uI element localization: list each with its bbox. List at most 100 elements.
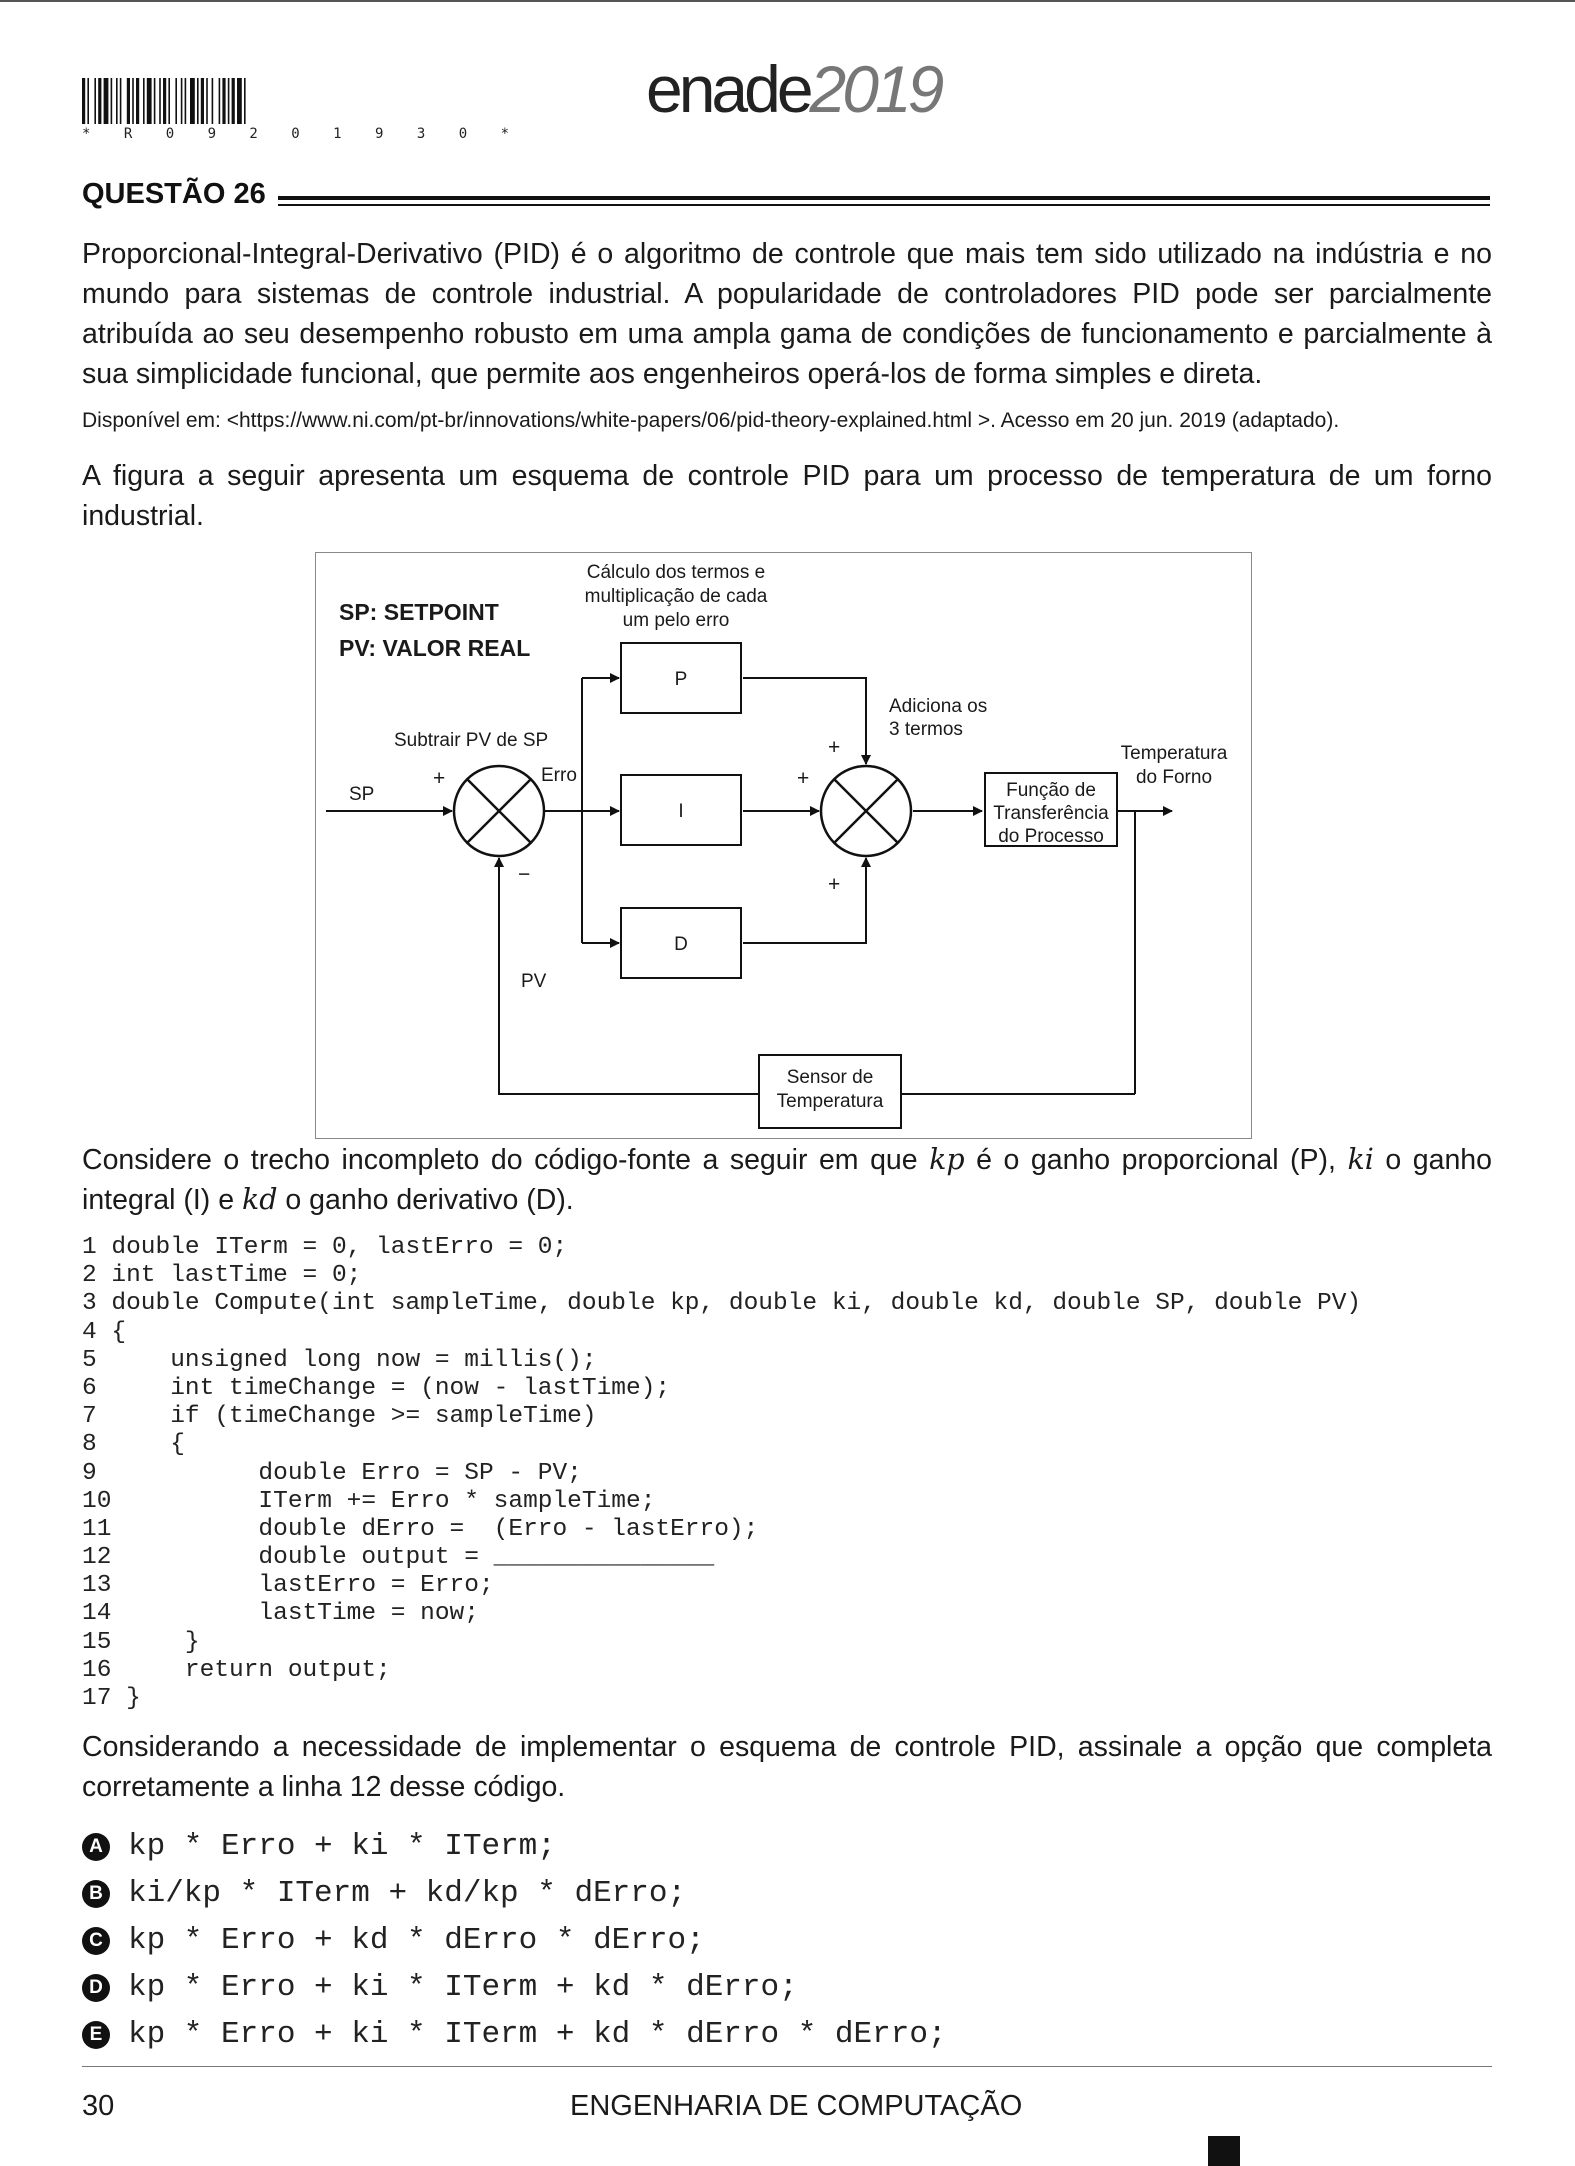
temp-label-1: Temperatura — [1121, 743, 1228, 764]
code-line: 13 lastErro = Erro; — [82, 1572, 494, 1600]
block-d — [620, 907, 742, 979]
consider-text-d: o ganho derivativo (D). — [277, 1184, 574, 1216]
barcode-bar — [94, 78, 96, 124]
code-line: 2 int lastTime = 0; — [82, 1262, 362, 1290]
sum-junction — [819, 764, 913, 858]
kd-symbol: kd — [241, 1183, 278, 1216]
temp-label-2: do Forno — [1136, 767, 1212, 788]
footer-rule — [82, 2066, 1492, 2067]
transfer-block — [984, 772, 1118, 847]
footer-subject: ENGENHARIA DE COMPUTAÇÃO — [570, 2090, 1023, 2122]
barcode-bar — [175, 78, 177, 124]
code-listing: 1 double ITerm = 0, lastErro = 0;2 int l… — [82, 1234, 1492, 1720]
barcode-bar — [168, 78, 170, 124]
logo-year: 2019 — [809, 52, 945, 126]
pv-label: PV — [521, 971, 547, 992]
barcode-bar — [153, 78, 156, 124]
code-line: 7 if (timeChange >= sampleTime) — [82, 1403, 597, 1431]
code-line: 17 } — [82, 1685, 141, 1712]
calc-label-2: multiplicação de cada — [585, 586, 768, 607]
barcode-bar — [132, 78, 134, 124]
code-line: 16 return output; — [82, 1656, 391, 1684]
logo-main: enade — [646, 52, 814, 126]
barcode-bar — [103, 78, 109, 124]
barcode-bar — [110, 78, 113, 124]
barcode-bar — [190, 78, 195, 124]
barcode-bar — [98, 78, 102, 124]
code-line: 12 double output = _______________ — [82, 1544, 715, 1572]
barcode-bar — [197, 78, 199, 124]
ki-symbol: ki — [1347, 1143, 1374, 1176]
barcode-bar — [119, 78, 122, 124]
legend-sp: SP: SETPOINT — [339, 599, 499, 625]
option-text: kp * Erro + kd * dErro * dErro; — [128, 1923, 705, 1958]
barcode-bar — [227, 78, 230, 124]
option-text: kp * Erro + ki * ITerm + kd * dErro; — [128, 1970, 798, 2005]
question-title: QUESTÃO 26 — [82, 178, 266, 210]
option-letter-badge: E — [82, 2020, 110, 2049]
option-text: ki/kp * ITerm + kd/kp * dErro; — [128, 1876, 687, 1911]
enade-logo: enade2019 — [646, 56, 944, 122]
barcode-bar — [163, 78, 167, 124]
consider-paragraph: Considere o trecho incompleto do código-… — [82, 1140, 1492, 1220]
option-text: kp * Erro + ki * ITerm; — [128, 1829, 556, 1864]
plus-sp: + — [433, 767, 445, 790]
barcode-bars — [82, 78, 246, 124]
transfer-label-3: do Processo — [998, 826, 1104, 847]
sensor-label-1: Sensor de — [787, 1067, 874, 1088]
erro-label: Erro — [541, 765, 577, 786]
barcode-bar — [218, 78, 221, 124]
pv-feedback — [494, 857, 759, 1095]
plus-d: + — [828, 873, 840, 896]
page-number: 30 — [82, 2090, 115, 2122]
consider-text-c: o ganho integral (I) e — [82, 1144, 1492, 1216]
transfer-label-2: Transferência — [993, 803, 1109, 824]
title-rule — [278, 196, 1490, 200]
sensor-block — [758, 1054, 902, 1129]
plus-i: + — [797, 767, 809, 790]
option-text: kp * Erro + ki * ITerm + kd * dErro * dE… — [128, 2017, 947, 2052]
barcode-bar — [146, 78, 152, 124]
barcode-bar — [200, 78, 204, 124]
consider-text-b: é o ganho proporcional (P), — [964, 1144, 1348, 1176]
code-line: 3 double Compute(int sampleTime, double … — [82, 1290, 1362, 1318]
transfer-label-1: Função de — [1006, 780, 1096, 801]
barcode-bar — [244, 78, 246, 124]
top-border — [0, 0, 1575, 2]
option-letter-badge: B — [82, 1879, 110, 1908]
barcode-bar — [231, 78, 235, 124]
minus-pv: − — [518, 863, 530, 886]
kp-symbol: kp — [929, 1143, 965, 1176]
consider-text-a: Considere o trecho incompleto do código-… — [82, 1144, 930, 1176]
block-i-label: I — [678, 801, 683, 822]
d-to-sum — [743, 857, 871, 944]
code-line: 4 { — [82, 1318, 127, 1346]
source-citation: Disponível em: <https://www.ni.com/pt-br… — [82, 409, 1340, 432]
add-label-1: Adiciona os — [889, 696, 987, 717]
option-letter-badge: A — [82, 1832, 110, 1861]
option-letter-badge: D — [82, 1973, 110, 2002]
pid-diagram-svg: SP: SETPOINT PV: VALOR REAL Cálculo dos … — [326, 562, 1228, 1129]
barcode-bar — [211, 78, 214, 124]
title-rule-thin — [278, 204, 1490, 206]
plus-p: + — [828, 736, 840, 759]
barcode: * R 0 9 2 0 1 9 3 0 * — [82, 78, 522, 142]
code-line: 8 { — [82, 1431, 185, 1459]
barcode-bar — [237, 78, 242, 124]
barcode-bar — [206, 78, 208, 124]
block-d-label: D — [674, 934, 688, 955]
barcode-bar — [116, 78, 118, 124]
code-line: 11 double dErro = (Erro - lastErro); — [82, 1515, 759, 1543]
barcode-text: * R 0 9 2 0 1 9 3 0 * — [82, 126, 522, 142]
block-p-label: P — [675, 669, 688, 690]
code-line: 5 unsigned long now = millis(); — [82, 1346, 597, 1374]
figure-intro-paragraph: A figura a seguir apresenta um esquema d… — [82, 460, 1492, 532]
sensor-label-2: Temperatura — [777, 1091, 884, 1112]
sp-label: SP — [349, 784, 374, 805]
